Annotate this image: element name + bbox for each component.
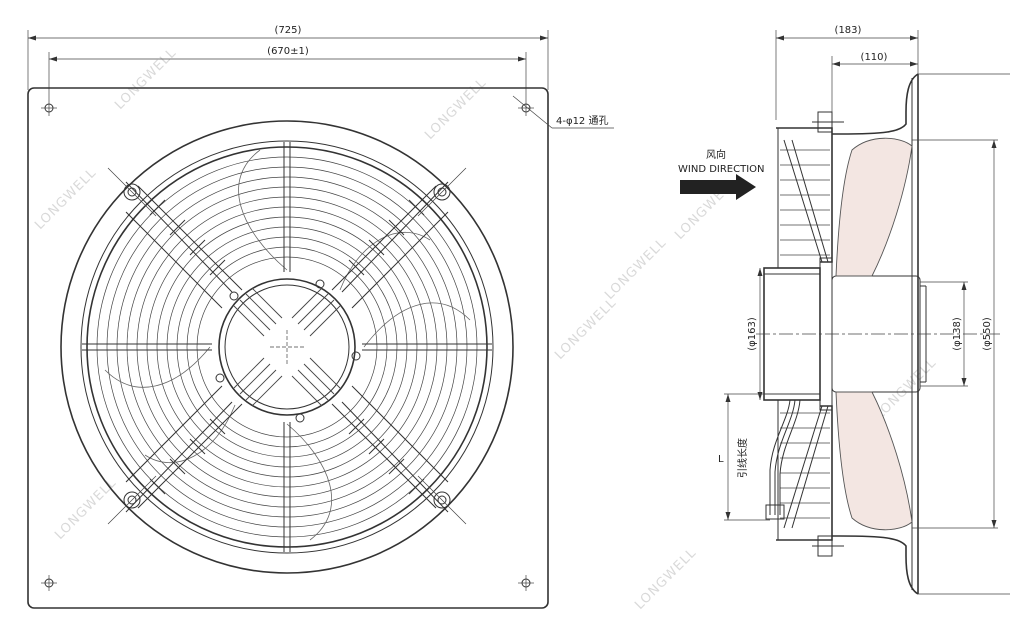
mounting-plate: [27, 87, 549, 609]
dim-motor-dia: (φ163): [747, 317, 758, 351]
motor-fins: [233, 287, 341, 407]
arm-lugs: [107, 167, 467, 525]
watermark: LONGWELL: [32, 165, 99, 232]
watermark: LONGWELL: [422, 75, 489, 142]
watermark: LONGWELL: [602, 235, 669, 302]
hole-callout: 4-φ12 通孔: [556, 115, 608, 127]
lead-label: 引线长度: [736, 438, 749, 478]
blade-top: [835, 137, 913, 277]
watermark: LONGWELL: [632, 545, 699, 612]
wind-label-en: WIND DIRECTION: [678, 164, 765, 175]
watermark: LONGWELL: [112, 45, 179, 112]
front-view: (725) (670±1) 4-φ12 通孔: [27, 25, 614, 609]
dim-hole-spacing: (670±1): [267, 46, 309, 57]
blade-outlines: [104, 149, 471, 541]
guard-spokes: [82, 142, 492, 552]
support-arms: [125, 181, 449, 513]
watermark: LONGWELL: [52, 475, 119, 542]
watermark: LONGWELL: [872, 355, 939, 422]
watermark: LONGWELL: [552, 295, 619, 362]
lead-symbol: L: [718, 454, 724, 465]
dim-depth-total: (183): [835, 25, 862, 36]
dim-overall-width: (725): [275, 25, 302, 36]
dim-depth-flange: (110): [861, 52, 888, 63]
side-view: (183) (110) 风向 WIND DIRECTION: [678, 25, 1010, 595]
guard-side-bars: [780, 149, 830, 519]
dim-blade-dia: (φ550): [982, 317, 993, 351]
motor-bolts: [215, 279, 361, 423]
dim-hub-dia: (φ138): [952, 317, 963, 351]
guard-rings: [96, 156, 478, 538]
mounting-holes: [41, 100, 534, 591]
lead-wires: [765, 399, 801, 520]
blade-bottom: [835, 391, 913, 531]
wind-arrow-icon: [680, 174, 756, 200]
wind-label-cn: 风向: [706, 148, 726, 161]
